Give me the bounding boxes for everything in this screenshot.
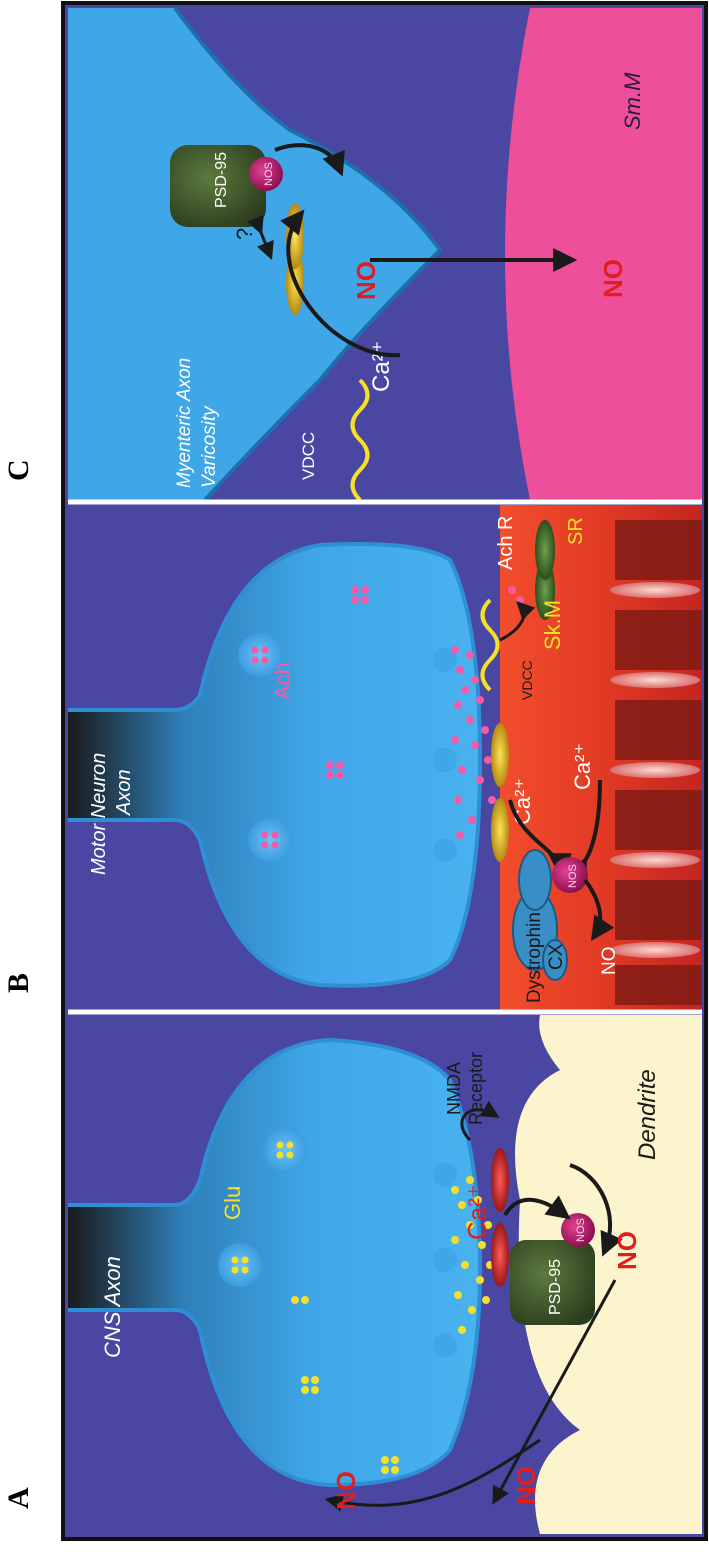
panel-b-calcium-label-1: Ca²⁺: [510, 778, 535, 825]
panel-b-nos-label: NOS: [567, 864, 579, 888]
panel-b-axon-line1: Motor Neuron: [88, 753, 110, 875]
c-question-mark: ?: [232, 228, 257, 240]
panel-a-transmitter-label: Glu: [220, 1186, 245, 1220]
panel-c: VDCC Ca²⁺ PSD-95 NOS ? NO NO Myenteric A…: [68, 8, 702, 500]
smooth-muscle: [505, 8, 702, 500]
b-channel-1: [491, 798, 509, 862]
panel-c-muscle-label: Sm.M: [620, 72, 645, 130]
panel-a-no-label-2: NO: [331, 1471, 361, 1510]
b-dystrophin-2: [519, 850, 551, 910]
panel-a-nos-label: NOS: [575, 1218, 587, 1242]
panel-a-psd-label: PSD-95: [547, 1259, 564, 1315]
panel-b-muscle-label: Sk.M: [540, 600, 565, 650]
panel-b: Ach Ach R VDCC Sk.M SR Ca²⁺ Ca²⁺: [68, 505, 702, 1010]
panel-a-axon-label: CNS Axon: [100, 1256, 125, 1358]
panel-c-no-label-2: NO: [598, 259, 628, 298]
b-channel-2: [491, 723, 509, 787]
panel-b-axon-line2: Axon: [113, 769, 135, 816]
panel-c-letter: C: [2, 459, 35, 481]
panel-c-no-label-1: NO: [351, 261, 381, 300]
panel-b-vdcc-label: VDCC: [519, 660, 535, 700]
panel-b-calcium-label-2: Ca²⁺: [570, 743, 595, 790]
panel-c-vdcc-label: VDCC: [299, 432, 318, 480]
panel-c-varicosity-line2: Varicosity: [199, 405, 220, 488]
panel-c-psd-label: PSD-95: [213, 152, 230, 208]
panel-b-sr-label: SR: [565, 517, 587, 545]
panel-a-calcium-label: Ca²⁺: [462, 1184, 492, 1240]
panel-a-receptor-line1: NMDA: [444, 1062, 464, 1115]
a-nmda-receptor-2: [491, 1148, 509, 1212]
panel-c-calcium-label: Ca²⁺: [368, 341, 395, 392]
panel-a-no-label-3: NO: [511, 1466, 541, 1505]
panel-c-varicosity-line1: Myenteric Axon: [174, 358, 195, 488]
panel-c-nos-label: NOS: [263, 162, 275, 186]
panel-a-letter: A: [2, 1487, 35, 1509]
panel-a: Glu NMDA Receptor Ca²⁺ PSD-95 NOS NO: [68, 1015, 702, 1534]
a-nmda-receptor-1: [491, 1223, 509, 1287]
panel-a-receptor-line2: Receptor: [466, 1052, 486, 1125]
panel-b-dystrophin-line2: CX: [546, 943, 567, 970]
panel-b-transmitter-label: Ach: [270, 662, 295, 700]
panel-b-receptor-label: Ach R: [495, 516, 517, 570]
panel-b-dystrophin-line1: Dystrophin: [524, 912, 545, 1003]
panel-b-no-label: NO: [599, 947, 620, 976]
panel-b-letter: B: [2, 973, 35, 993]
panel-a-no-label-1: NO: [612, 1231, 642, 1270]
panel-a-dendrite-label: Dendrite: [634, 1069, 661, 1160]
b-ach-receptor-2: [535, 520, 555, 580]
